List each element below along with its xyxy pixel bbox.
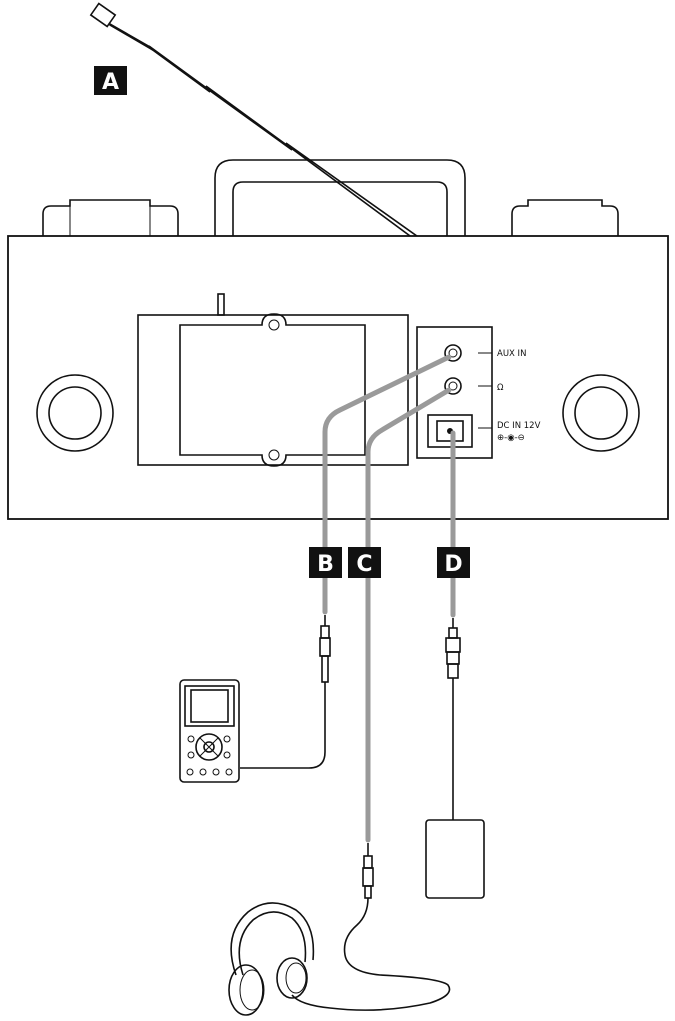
dc-polarity-label: ⊕-◉-⊖ bbox=[497, 433, 525, 443]
dc-in-label: DC IN 12V bbox=[497, 421, 541, 431]
headphone-port-label: Ω bbox=[497, 383, 504, 393]
aux-in-label: AUX IN bbox=[497, 349, 526, 359]
left-knob bbox=[42, 199, 179, 236]
radio-body bbox=[7, 235, 669, 520]
handle-icon bbox=[214, 159, 466, 236]
speaker-icon bbox=[36, 374, 114, 452]
aux-in-jack[interactable] bbox=[444, 344, 462, 362]
callout-d: D bbox=[437, 547, 470, 578]
cable-b bbox=[322, 354, 452, 615]
callout-c: C bbox=[348, 547, 381, 578]
right-knob bbox=[511, 199, 619, 236]
cable-c bbox=[365, 387, 452, 843]
aux-plug-icon bbox=[240, 615, 331, 769]
headphone-jack[interactable] bbox=[444, 377, 462, 395]
dc-plug-icon bbox=[445, 618, 461, 820]
callout-a-label: A bbox=[102, 70, 119, 95]
battery-compartment bbox=[137, 293, 409, 467]
callout-b: B bbox=[309, 547, 342, 578]
power-adapter-icon bbox=[425, 819, 485, 899]
headphones-icon bbox=[228, 902, 315, 1016]
callout-a: A bbox=[94, 66, 127, 95]
callout-c-label: C bbox=[356, 552, 372, 577]
headphone-plug-icon bbox=[291, 843, 451, 1011]
callout-d-label: D bbox=[444, 552, 462, 577]
mp3-player-icon bbox=[179, 679, 240, 783]
speaker-icon-right bbox=[562, 374, 640, 452]
callout-b-label: B bbox=[317, 552, 334, 577]
